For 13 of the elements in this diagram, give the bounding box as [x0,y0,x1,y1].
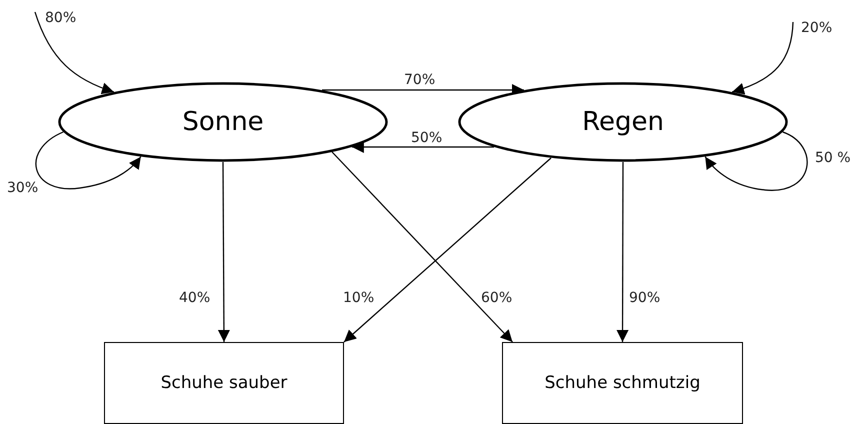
arrow [704,131,808,191]
arrow [344,158,552,342]
state-ellipse: Regen [458,82,788,162]
arrow [352,141,494,153]
arrow [332,152,513,342]
arrow [218,162,230,342]
observation-box: Schuhe schmutzig [502,342,743,424]
arrow [732,22,794,94]
arrow [616,162,629,342]
arrow [34,12,114,94]
state-ellipse: Sonne [58,82,388,162]
observation-box: Schuhe sauber [104,342,344,424]
arrow [35,131,142,190]
